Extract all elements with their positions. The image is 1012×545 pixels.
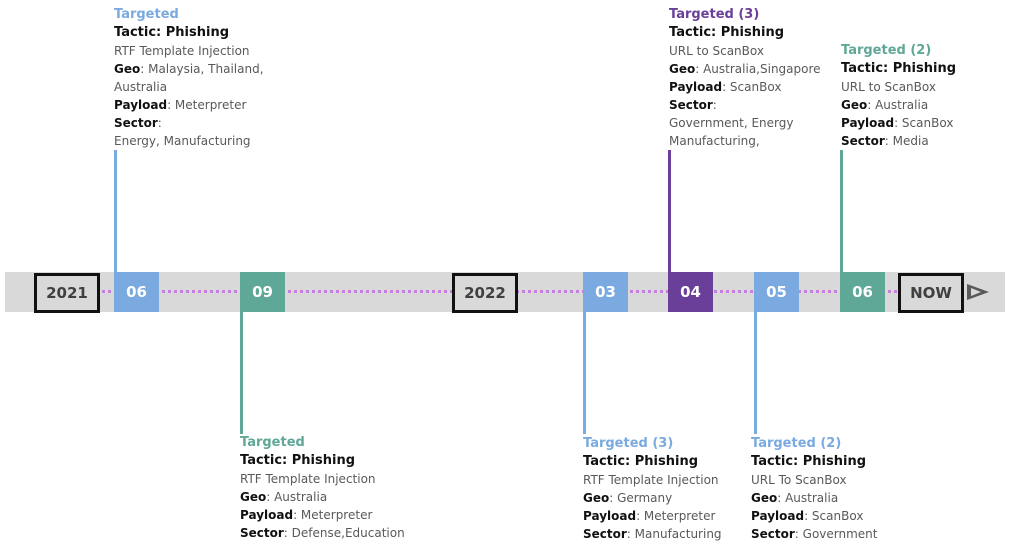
payload-row: Payload: ScanBox — [751, 507, 878, 525]
sector-value: : — [157, 116, 162, 130]
sector-value-continued-2: Manufacturing, — [669, 134, 760, 148]
geo-key: Geo — [841, 98, 868, 112]
payload-key: Payload — [841, 116, 895, 130]
payload-key: Payload — [240, 508, 294, 522]
targeted-label: Targeted — [240, 435, 305, 450]
sector-key: Sector — [751, 527, 795, 541]
now-marker: NOW — [898, 273, 964, 313]
sector-value: : Media — [884, 134, 929, 148]
tactic-label: Tactic: Phishing — [583, 454, 699, 469]
sector-key: Sector — [841, 134, 885, 148]
geo-value: : Australia — [777, 491, 839, 505]
tactic-label: Tactic: Phishing — [841, 61, 957, 76]
method-text: URL To ScanBox — [751, 473, 847, 487]
sector-value: : Government — [794, 527, 878, 541]
geo-value: : Australia — [867, 98, 929, 112]
payload-row: Payload: ScanBox — [841, 114, 956, 132]
payload-key: Payload — [114, 98, 168, 112]
month-marker-2022-04: 04 — [668, 272, 713, 312]
payload-row: Payload: Meterpreter — [114, 96, 264, 114]
tactic-label: Tactic: Phishing — [751, 454, 867, 469]
tactic-label: Tactic: Phishing — [240, 453, 356, 468]
targeted-label: Targeted (3) — [669, 7, 760, 22]
geo-key: Geo — [583, 491, 610, 505]
arrow-right-icon — [967, 284, 989, 300]
payload-value: : Meterpreter — [167, 98, 247, 112]
sector-value-continued: Government, Energy — [669, 116, 794, 130]
method-text: RTF Template Injection — [114, 44, 250, 58]
sector-row: Sector: Government — [751, 525, 878, 543]
method-text: RTF Template Injection — [240, 472, 376, 486]
connector-line-2021-09 — [240, 312, 243, 434]
geo-value-continued: Australia — [114, 80, 168, 94]
geo-row: Geo: Germany — [583, 489, 722, 507]
payload-value: : Meterpreter — [636, 509, 716, 523]
month-marker-2021-06: 06 — [114, 272, 159, 312]
sector-value: : Manufacturing — [626, 527, 722, 541]
connector-line-2021-06 — [114, 150, 117, 272]
payload-key: Payload — [583, 509, 637, 523]
event-annotation-2022-06: Targeted (2) Tactic: Phishing URL to Sca… — [841, 42, 956, 150]
month-marker-2022-03: 03 — [583, 272, 628, 312]
targeted-label: Targeted — [114, 7, 179, 22]
payload-key: Payload — [751, 509, 805, 523]
sector-key: Sector — [583, 527, 627, 541]
payload-row: Payload: Meterpreter — [583, 507, 722, 525]
sector-row: Sector: Manufacturing — [583, 525, 722, 543]
geo-value: : Germany — [609, 491, 673, 505]
sector-row: Sector: — [669, 96, 821, 114]
method-text: URL to ScanBox — [669, 44, 764, 58]
payload-key: Payload — [669, 80, 723, 94]
geo-row: Geo: Australia — [751, 489, 878, 507]
year-marker-2021: 2021 — [34, 273, 100, 313]
year-marker-2022: 2022 — [452, 273, 518, 313]
sector-key: Sector — [114, 116, 158, 130]
geo-key: Geo — [114, 62, 141, 76]
connector-line-2022-05 — [754, 312, 757, 434]
targeted-label: Targeted (2) — [841, 43, 932, 58]
geo-row: Geo: Australia — [240, 488, 405, 506]
connector-line-2022-04 — [668, 150, 671, 272]
geo-value: : Australia,Singapore — [695, 62, 821, 76]
connector-line-2022-03 — [583, 312, 586, 434]
sector-value: : — [712, 98, 717, 112]
geo-row: Geo: Australia — [841, 96, 956, 114]
event-annotation-2022-05: Targeted (2) Tactic: Phishing URL To Sca… — [751, 435, 878, 543]
geo-value: : Malaysia, Thailand, — [140, 62, 264, 76]
event-annotation-2022-04: Targeted (3) Tactic: Phishing URL to Sca… — [669, 6, 821, 150]
sector-value: : Defense,Education — [283, 526, 405, 540]
event-annotation-2021-09: Targeted Tactic: Phishing RTF Template I… — [240, 434, 405, 542]
method-text: URL to ScanBox — [841, 80, 936, 94]
tactic-label: Tactic: Phishing — [669, 25, 785, 40]
sector-key: Sector — [240, 526, 284, 540]
payload-row: Payload: ScanBox — [669, 78, 821, 96]
sector-row: Sector: Defense,Education — [240, 524, 405, 542]
geo-row: Geo: Australia,Singapore — [669, 60, 821, 78]
geo-key: Geo — [240, 490, 267, 504]
payload-value: : ScanBox — [894, 116, 954, 130]
geo-value: : Australia — [266, 490, 328, 504]
method-text: RTF Template Injection — [583, 473, 719, 487]
sector-key: Sector — [669, 98, 713, 112]
connector-line-2022-06 — [840, 150, 843, 272]
sector-row: Sector: Media — [841, 132, 956, 150]
sector-value-continued: Energy, Manufacturing — [114, 134, 251, 148]
targeted-label: Targeted (2) — [751, 436, 842, 451]
targeted-label: Targeted (3) — [583, 436, 674, 451]
geo-row: Geo: Malaysia, Thailand, — [114, 60, 264, 78]
month-marker-2021-09: 09 — [240, 272, 285, 312]
event-annotation-2021-06: Targeted Tactic: Phishing RTF Template I… — [114, 6, 264, 150]
payload-value: : Meterpreter — [293, 508, 373, 522]
geo-key: Geo — [751, 491, 778, 505]
sector-row: Sector: — [114, 114, 264, 132]
month-marker-2022-06: 06 — [840, 272, 885, 312]
payload-value: : ScanBox — [804, 509, 864, 523]
payload-value: : ScanBox — [722, 80, 782, 94]
month-marker-2022-05: 05 — [754, 272, 799, 312]
payload-row: Payload: Meterpreter — [240, 506, 405, 524]
tactic-label: Tactic: Phishing — [114, 25, 230, 40]
event-annotation-2022-03: Targeted (3) Tactic: Phishing RTF Templa… — [583, 435, 722, 543]
geo-key: Geo — [669, 62, 696, 76]
